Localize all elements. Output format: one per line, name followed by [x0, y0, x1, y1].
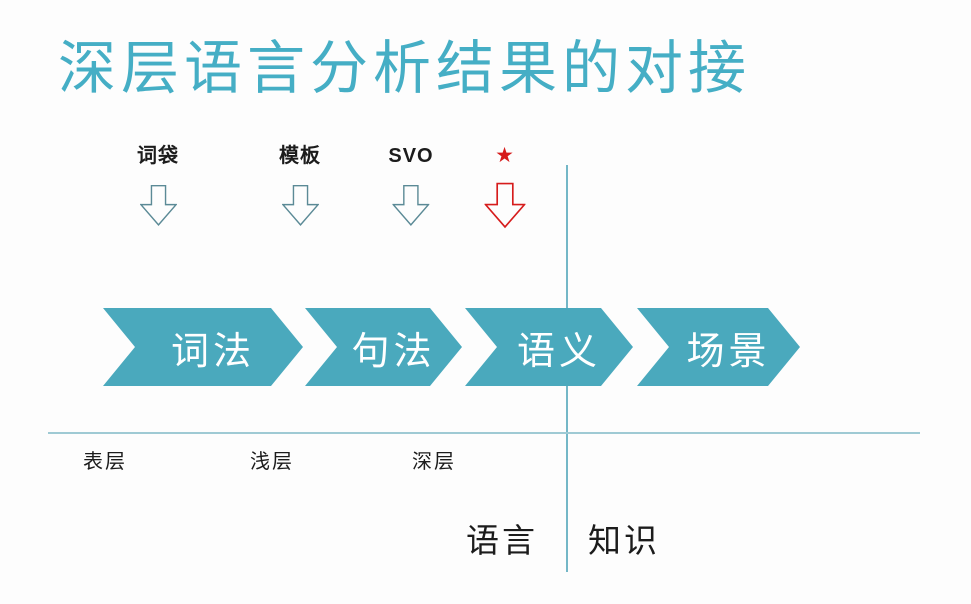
down-arrow-icon [139, 184, 177, 226]
chevron-label: 语义 [516, 330, 601, 373]
chevron-label: 场景 [686, 330, 771, 373]
depth-label-surface: 表层 [83, 451, 127, 473]
column-svo: SVO [388, 143, 433, 229]
column-star: ★ [484, 143, 526, 229]
page-title: 深层语言分析结果的对接 [58, 36, 752, 101]
chevron-lexical: 词法 [103, 308, 303, 386]
depth-label-deep: 深层 [412, 451, 456, 473]
chevron-scene: 场景 [637, 308, 800, 386]
depth-label-shallow: 浅层 [250, 451, 294, 473]
template-label: 模板 [279, 145, 321, 167]
language-label: 语言 [466, 524, 538, 560]
knowledge-label: 知识 [588, 524, 660, 560]
column-bag-of-words: 词袋 [137, 143, 179, 229]
star-icon: ★ [495, 144, 515, 167]
chevron-syntax: 句法 [305, 308, 462, 386]
chevron-label: 词法 [170, 330, 255, 373]
chevron-semantics: 语义 [465, 308, 633, 386]
column-template: 模板 [279, 143, 321, 229]
down-arrow-icon [392, 184, 430, 226]
down-arrow-icon-red [484, 182, 526, 229]
down-arrow-icon [281, 184, 319, 226]
horizontal-divider-line [48, 432, 920, 434]
chevron-label: 句法 [351, 330, 436, 373]
svo-label: SVO [388, 145, 434, 167]
bag-of-words-label: 词袋 [137, 145, 179, 167]
